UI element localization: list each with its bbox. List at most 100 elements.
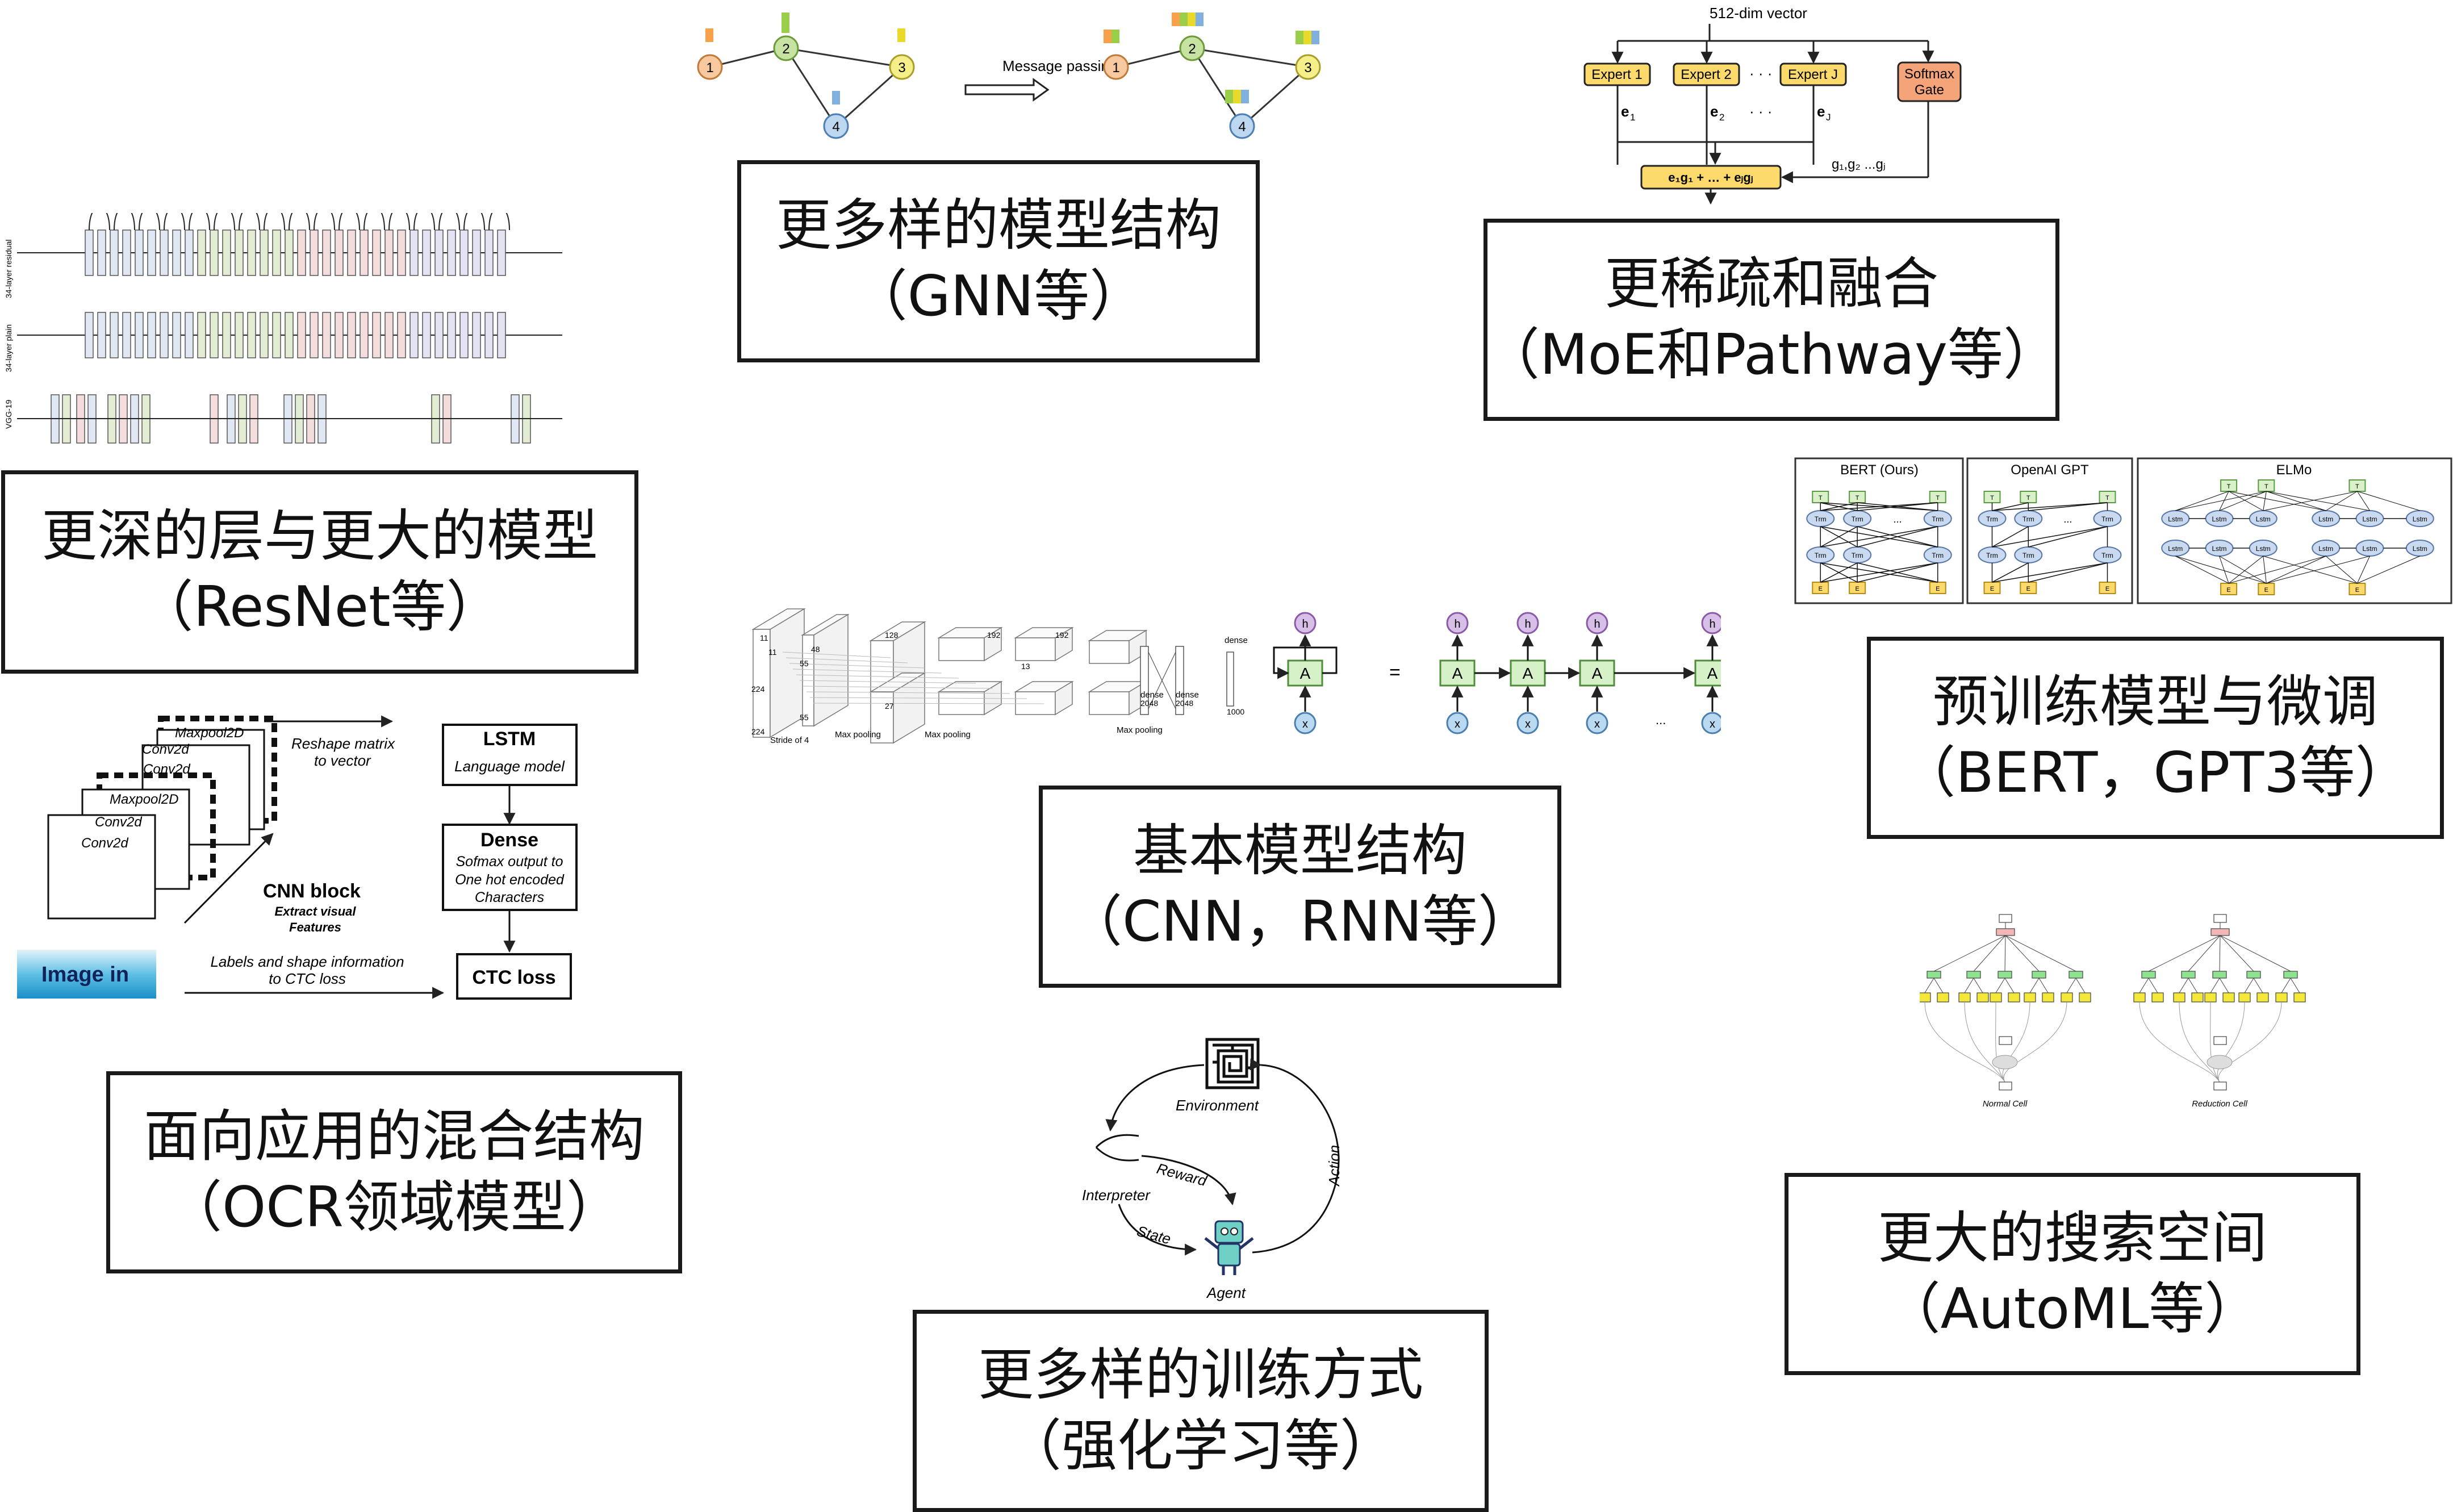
elmo-edge <box>2266 491 2370 511</box>
rnn-loop <box>1273 646 1338 679</box>
resnet-layer <box>484 229 494 276</box>
rnn-input-label: x <box>1710 718 1715 730</box>
cnn-num: 1000 <box>1227 707 1244 716</box>
rnn-input-node <box>1446 712 1469 734</box>
ellipsis: ... <box>1893 513 1902 525</box>
node-label: Lstm <box>2362 545 2377 553</box>
moe-dots: · · · <box>1749 103 1772 120</box>
nas-add-node <box>2141 971 2156 979</box>
cnn-connection <box>1148 651 1176 709</box>
nas-input-node <box>2213 1036 2227 1045</box>
ocr-lstm-sub: Language model <box>454 758 565 775</box>
resnet-skip-arc <box>289 213 310 231</box>
bert-panel: BERT (Ours) <box>1794 457 1964 604</box>
cnn-cube-front <box>1015 637 1056 661</box>
cnn-num: 55 <box>800 659 809 668</box>
node-label: Trm <box>1852 515 1863 523</box>
moe-gates-label: g₁,g₂ ...gⱼ <box>1832 157 1886 172</box>
resnet-layer <box>110 312 119 358</box>
gpt-panel: OpenAI GPT <box>1966 457 2133 604</box>
cnn-label: dense <box>1176 690 1199 700</box>
resnet-layer <box>335 229 344 276</box>
rnn-input-node <box>1294 712 1317 734</box>
elmo-edge <box>2228 555 2326 584</box>
box-subtitle: （GNN等） <box>851 264 1146 329</box>
nas-input-node <box>1999 1036 2012 1045</box>
resnet-skip-arc <box>314 213 335 231</box>
ocr-conv-label: Conv2d <box>142 742 189 757</box>
elmo-edge <box>2175 555 2229 584</box>
rl-interpreter-label: Interpreter <box>1082 1187 1151 1204</box>
node-label: Lstm <box>2256 545 2271 553</box>
node-label: Trm <box>1986 515 1998 523</box>
resnet-layer <box>310 229 319 276</box>
token-label: E <box>2026 586 2030 592</box>
rnn-equals: = <box>1389 662 1401 683</box>
gnn-node-label: 4 <box>1238 119 1246 135</box>
rl-environment-label: Environment <box>1176 1097 1260 1114</box>
cnn-cube-front <box>1089 640 1130 664</box>
gnn-message-arrow <box>964 78 1050 102</box>
resnet-layer <box>197 229 206 276</box>
rnn-hidden-node <box>1586 612 1608 634</box>
panel-title: BERT (Ours) <box>1840 462 1919 478</box>
resnet-layer <box>322 312 331 358</box>
attention-edge <box>1820 502 1858 511</box>
image-in-label: Image in <box>41 963 129 987</box>
resnet-layer <box>372 312 381 358</box>
attention-edge <box>1992 562 2108 583</box>
resnet-skip-arc <box>388 213 410 231</box>
rnn-hidden-label: h <box>1594 618 1600 630</box>
node-label: Trm <box>1986 552 1998 559</box>
box-title: 更大的搜索空间 <box>1877 1205 2267 1271</box>
attention-edge <box>1820 562 1938 583</box>
rl-action-label: Action <box>1326 1145 1343 1187</box>
box-title: 更稀疏和融合 <box>1604 251 1938 316</box>
box-subtitle: （CNN，RNN等） <box>1067 889 1533 954</box>
box-subtitle: （BERT，GPT3等） <box>1900 741 2411 805</box>
nas-op-node <box>1958 992 1971 1003</box>
resnet-layer <box>472 312 481 358</box>
resnet-layer <box>172 229 181 276</box>
token-label: E <box>2355 587 2359 594</box>
moe-gate-box <box>1897 61 1962 102</box>
moe-e-label: e <box>1621 103 1629 120</box>
attention-edge <box>1857 526 1938 548</box>
node-label: Trm <box>1932 515 1944 523</box>
resnet-layer <box>272 229 281 276</box>
resnet-skip-arc <box>339 213 360 231</box>
attention-edge <box>1857 562 1938 583</box>
gnn-figure: 1 2 3 4 Message passing 1 2 3 4 <box>697 12 1321 139</box>
cnn-num: 2048 <box>1140 699 1158 708</box>
elmo-edge <box>2266 491 2326 511</box>
nas-edge <box>1924 1001 2005 1083</box>
token-label: E <box>2226 587 2230 594</box>
nas-edge <box>2219 978 2229 993</box>
nas-edge <box>2179 1001 2220 1083</box>
nas-output-node <box>1999 914 2012 923</box>
nas-edge <box>2244 978 2254 993</box>
rnn-hidden-label: h <box>1302 618 1308 630</box>
cnn-connection <box>796 674 959 679</box>
nas-edge <box>1924 978 1934 993</box>
rnn-input-label: x <box>1302 718 1308 730</box>
cnn-connection <box>799 680 976 684</box>
panel-title: OpenAI GPT <box>2011 462 2089 478</box>
attention-edge <box>1992 526 2108 548</box>
cnn-cube-front <box>753 629 771 738</box>
attention-edge <box>1992 502 2029 511</box>
resnet-layer <box>472 229 481 276</box>
node-label: Lstm <box>2318 545 2333 553</box>
cnn-num: 11 <box>760 633 768 642</box>
elmo-edge <box>2325 555 2358 584</box>
elmo-edge <box>2175 491 2267 511</box>
moe-e-sub: 2 <box>1719 112 1724 123</box>
rnn-hidden-node <box>1446 612 1469 634</box>
elmo-edge <box>2175 555 2267 584</box>
resnet-layer <box>397 312 406 358</box>
resnet-layer <box>335 312 344 358</box>
token-label: E <box>1819 586 1823 592</box>
nas-op-node <box>2061 992 2073 1003</box>
resnet-layer <box>497 312 506 358</box>
token-label: E <box>1936 586 1940 592</box>
